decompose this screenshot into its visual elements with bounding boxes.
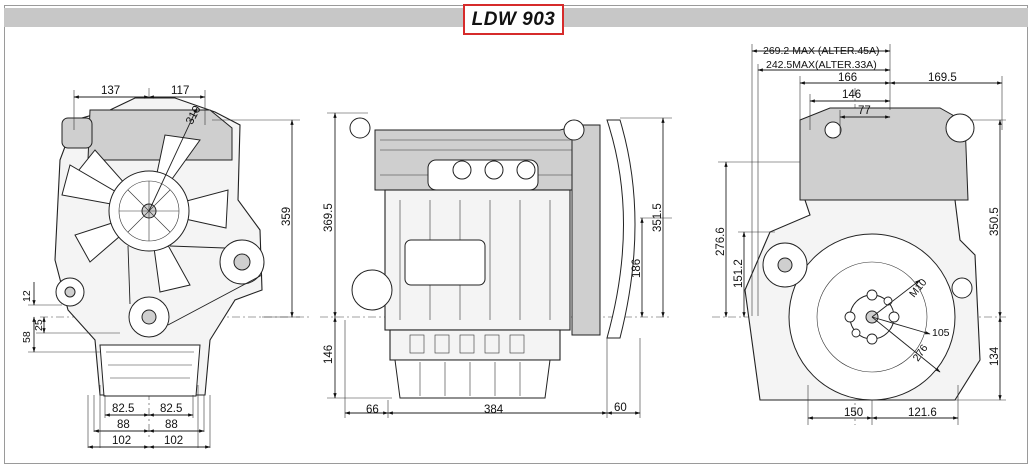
dim-front-117: 117 xyxy=(171,85,189,97)
dim-side-351: 351.5 xyxy=(652,203,664,232)
rear-view: 269.2 MAX (ALTER.45A) 242.5MAX(ALTER.33A… xyxy=(712,44,1006,425)
dim-side-369: 369.5 xyxy=(323,203,335,232)
dim-front-82-right: 82.5 xyxy=(160,403,182,415)
dim-rear-350: 350.5 xyxy=(989,207,1001,236)
dim-rear-77: 77 xyxy=(858,105,871,117)
front-view: 137 117 310 359 12 58 25 82.5 xyxy=(21,85,310,449)
dim-rear-166: 166 xyxy=(838,72,857,84)
dim-front-82-left: 82.5 xyxy=(112,403,134,415)
dim-side-66: 66 xyxy=(366,404,379,416)
dim-front-58: 58 xyxy=(21,331,33,343)
dim-front-88-left: 88 xyxy=(117,419,130,431)
dim-side-384: 384 xyxy=(484,404,504,416)
dim-rear-134: 134 xyxy=(989,346,1001,366)
page-title: LDW 903 xyxy=(471,8,556,30)
dim-front-102-right: 102 xyxy=(164,435,183,447)
dim-front-359: 359 xyxy=(281,207,293,226)
dim-front-25: 25 xyxy=(33,319,45,331)
dim-front-88-right: 88 xyxy=(165,419,178,431)
dim-rear-169: 169.5 xyxy=(928,72,957,84)
dim-rear-269: 269.2 MAX (ALTER.45A) xyxy=(763,45,880,57)
side-view: 369.5 146 351.5 186 66 384 60 xyxy=(320,112,672,418)
dim-side-146: 146 xyxy=(323,345,335,364)
title-box: LDW 903 xyxy=(463,4,564,35)
dim-side-186: 186 xyxy=(631,259,643,278)
dim-rear-105: 105 xyxy=(932,327,950,339)
dim-rear-242: 242.5MAX(ALTER.33A) xyxy=(766,59,877,71)
dim-front-137: 137 xyxy=(101,85,120,97)
dim-rear-276: 276.6 xyxy=(715,227,727,256)
dim-front-12: 12 xyxy=(21,290,33,302)
dim-front-102-left: 102 xyxy=(112,435,131,447)
dim-rear-150: 150 xyxy=(844,407,863,419)
dim-rear-146: 146 xyxy=(842,89,861,101)
dim-rear-151: 151.2 xyxy=(733,259,745,288)
dim-rear-121: 121.6 xyxy=(908,407,937,419)
dim-side-60: 60 xyxy=(614,402,627,414)
